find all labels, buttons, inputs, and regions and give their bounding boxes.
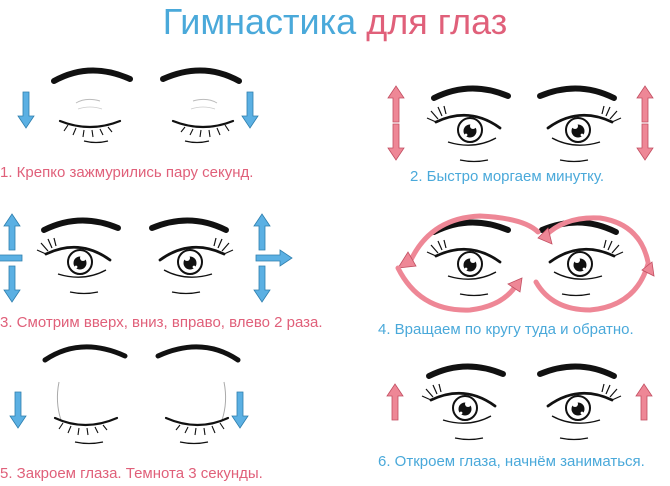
exercise-5-caption: 5. Закроем глаза. Темнота 3 секунды. <box>0 465 263 482</box>
exercise-2-illustration <box>387 85 654 162</box>
circular-arrow-bottom-right-icon <box>533 261 651 313</box>
arrowhead-icon <box>397 251 417 269</box>
open-eye-left-icon <box>422 366 503 439</box>
open-eye-left-icon <box>37 220 118 293</box>
exercise-4-caption: 4. Вращаем по кругу туда и обратно. <box>378 321 634 338</box>
arrow-down-icon <box>253 265 271 303</box>
title-part-for-eyes: для глаз <box>366 1 508 42</box>
arrow-right-icon <box>255 249 293 267</box>
circular-arrow-top-left-icon <box>407 213 541 265</box>
arrowhead-icon <box>507 277 523 293</box>
title-part-gymnastics: Гимнастика <box>162 1 357 42</box>
exercise-6-illustration <box>386 366 653 439</box>
closed-eye-left-icon <box>54 70 130 142</box>
arrowhead-icon <box>641 261 655 277</box>
arrow-up-icon <box>387 85 405 123</box>
open-eye-left-icon <box>427 88 508 161</box>
open-eye-right-icon <box>542 222 623 295</box>
arrow-up-icon <box>3 213 21 251</box>
circular-arrow-top-right-icon <box>542 215 651 265</box>
arrow-down-icon <box>387 123 405 161</box>
arrow-down-icon <box>9 391 27 429</box>
arrow-down-icon <box>3 265 21 303</box>
closed-eye-left-icon <box>45 347 125 444</box>
arrow-up-icon <box>635 383 653 421</box>
exercise-5-illustration <box>9 347 249 444</box>
exercise-1-caption: 1. Крепко зажмурились пару секунд. <box>0 164 254 181</box>
arrowhead-icon <box>537 227 553 245</box>
circular-arrow-bottom-left-icon <box>395 265 521 313</box>
arrow-down-icon <box>17 91 35 129</box>
exercise-4-illustration <box>395 213 655 313</box>
open-eye-right-icon <box>540 88 621 161</box>
arrow-up-icon <box>253 213 271 251</box>
arrow-down-icon <box>636 123 654 161</box>
exercise-3-caption: 3. Смотрим вверх, вниз, вправо, влево 2 … <box>0 314 323 331</box>
arrow-left-icon <box>0 249 23 267</box>
closed-eye-right-icon <box>158 347 238 444</box>
exercise-6-caption: 6. Откроем глаза, начнём заниматься. <box>378 453 645 470</box>
closed-eye-right-icon <box>163 70 239 142</box>
open-eye-left-icon <box>427 222 508 295</box>
arrow-down-icon <box>231 391 249 429</box>
page-title: Гимнастика для глаз <box>0 0 670 44</box>
exercise-2-caption: 2. Быстро моргаем минутку. <box>410 168 605 185</box>
arrow-up-icon <box>386 383 404 421</box>
exercise-3-illustration <box>0 213 293 303</box>
exercise-1-illustration <box>17 70 259 142</box>
open-eye-right-icon <box>540 366 621 439</box>
arrow-up-icon <box>636 85 654 123</box>
arrow-down-icon <box>241 91 259 129</box>
open-eye-right-icon <box>152 220 233 293</box>
